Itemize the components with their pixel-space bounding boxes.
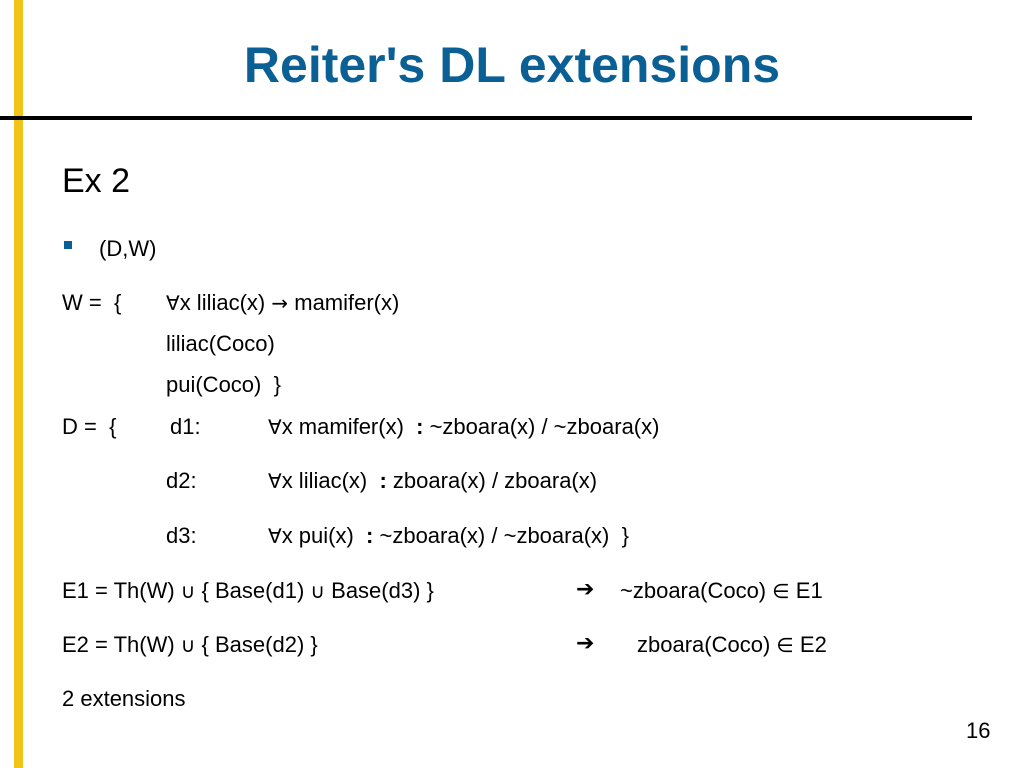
w-line-1: ∀x liliac(x) → mamifer(x) [166, 290, 400, 315]
bullet-text: (D,W) [99, 236, 157, 261]
union-symbol: ∪ [310, 579, 326, 603]
forall-symbol: ∀ [166, 291, 180, 315]
forall-symbol: ∀ [268, 469, 282, 493]
example-heading: Ex 2 [62, 162, 131, 200]
union-symbol: ∪ [180, 633, 196, 657]
w-line-2: liliac(Coco) [166, 331, 275, 356]
accent-bar [14, 0, 23, 768]
forall-symbol: ∀ [268, 524, 282, 548]
implies-arrow-symbol: → [271, 291, 289, 315]
d2-rule: ∀x liliac(x) : zboara(x) / zboara(x) [268, 468, 598, 493]
element-of-symbol: ∈ [776, 633, 794, 657]
d3-rule: ∀x pui(x) : ~zboara(x) / ~zboara(x) } [268, 523, 629, 548]
d1-rule: ∀x mamifer(x) : ~zboara(x) / ~zboara(x) [268, 414, 660, 439]
title-divider [0, 116, 972, 120]
conclusion-text: 2 extensions [62, 686, 186, 711]
forall-symbol: ∀ [268, 415, 282, 439]
element-of-symbol: ∈ [772, 579, 790, 603]
e1-result: ~zboara(Coco) ∈ E1 [620, 578, 823, 603]
w-label: W = { [62, 290, 122, 315]
slide-title: Reiter's DL extensions [243, 37, 781, 93]
d1-name: d1: [170, 414, 201, 439]
square-bullet-icon [64, 241, 72, 249]
page-number: 16 [966, 718, 991, 743]
w-line-3: pui(Coco) } [166, 372, 281, 397]
implies-arrow-icon: ➔ [576, 631, 595, 656]
union-symbol: ∪ [180, 579, 196, 603]
d3-name: d3: [166, 523, 197, 548]
e2-definition: E2 = Th(W) ∪ { Base(d2) } [62, 632, 318, 657]
e2-result: zboara(Coco) ∈ E2 [637, 632, 827, 657]
d2-name: d2: [166, 468, 197, 493]
e1-definition: E1 = Th(W) ∪ { Base(d1) ∪ Base(d3) } [62, 578, 434, 603]
d-label: D = { [62, 414, 117, 439]
implies-arrow-icon: ➔ [576, 577, 595, 602]
